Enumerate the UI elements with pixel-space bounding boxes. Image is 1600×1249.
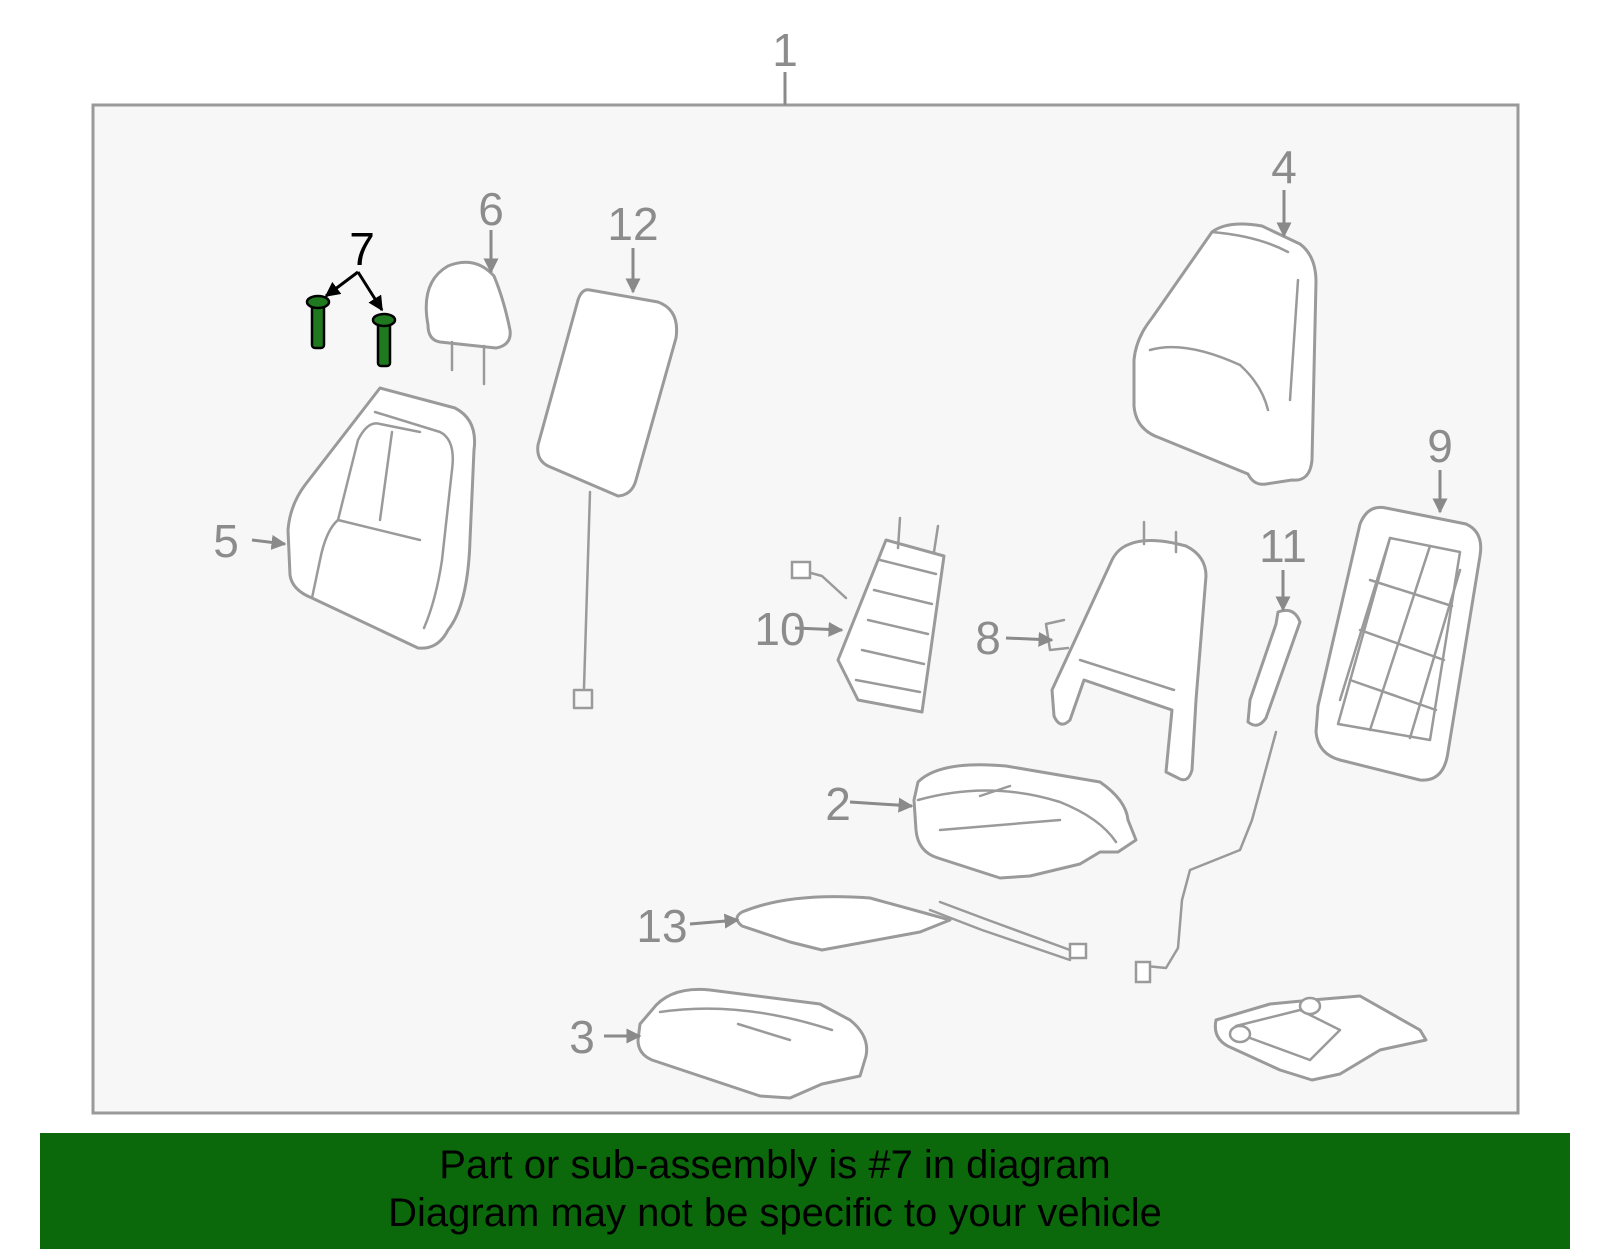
callout-12: 12 <box>607 198 658 250</box>
banner-part-info: Part or sub-assembly is #7 in diagram <box>439 1143 1111 1187</box>
callout-13: 13 <box>636 900 687 952</box>
callout-9: 10 <box>754 603 805 655</box>
callout-7[interactable]: 7 <box>349 223 375 275</box>
part-5-seat-back-cover[interactable] <box>286 386 477 650</box>
part-3-cushion-cover[interactable] <box>636 987 869 1100</box>
part-12-airbag-module[interactable] <box>536 288 679 710</box>
part-9-lumbar-support[interactable] <box>790 516 946 714</box>
callout-7-leaders <box>324 270 384 312</box>
part-7-guide-pins[interactable] <box>305 294 397 368</box>
part-4-seat-back-trim[interactable] <box>1132 222 1318 486</box>
callout-5: 5 <box>213 515 239 567</box>
part-10-rear-panel[interactable] <box>1314 505 1483 782</box>
callout-1: 1 <box>772 24 798 76</box>
callout-2: 2 <box>825 778 851 830</box>
callout-8: 8 <box>975 612 1001 664</box>
callout-3: 3 <box>569 1011 595 1063</box>
part-2-cushion-pad[interactable] <box>912 763 1138 880</box>
callout-10: 9 <box>1427 420 1453 472</box>
banner-disclaimer: Diagram may not be specific to your vehi… <box>388 1191 1162 1235</box>
callout-6: 6 <box>478 183 504 235</box>
info-banner: Part or sub-assembly is #7 in diagram Di… <box>40 1133 1570 1249</box>
callout-4: 4 <box>1271 141 1297 193</box>
part-8-seat-back-frame[interactable] <box>1044 520 1208 782</box>
callout-11: 11 <box>1259 520 1307 572</box>
part-6-headrest[interactable] <box>424 260 512 386</box>
seat-adjuster-base <box>1213 994 1428 1082</box>
